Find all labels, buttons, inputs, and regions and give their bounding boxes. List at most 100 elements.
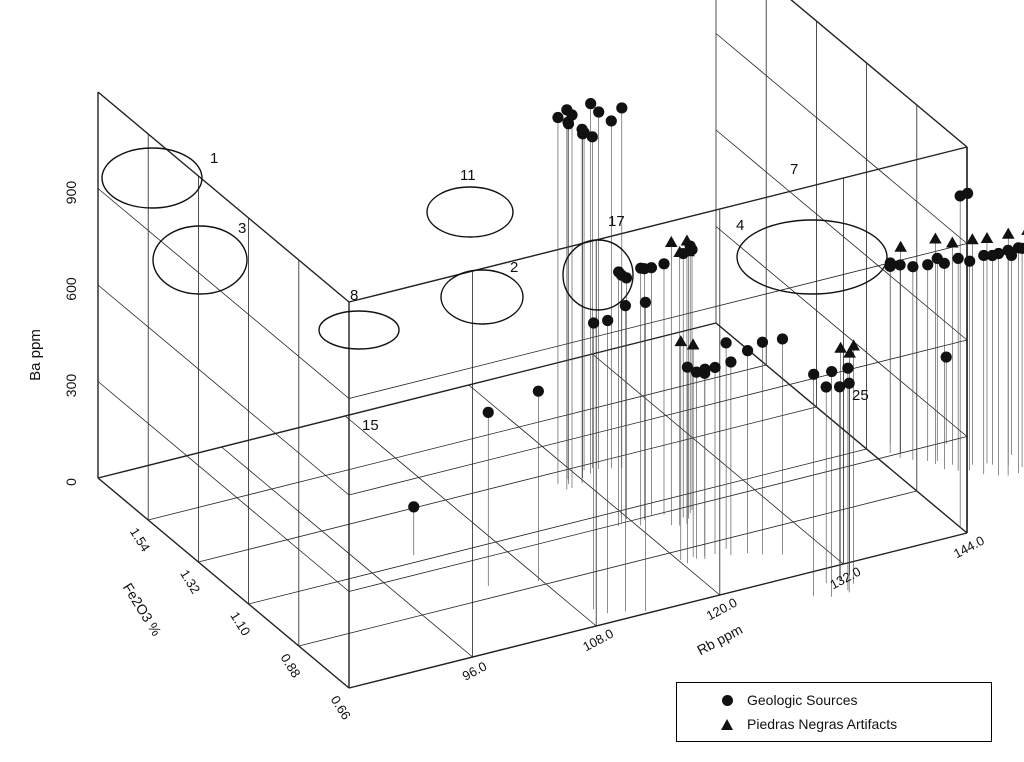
artifact-point: [847, 339, 860, 351]
geologic-source-point: [616, 102, 628, 114]
y-tick-label: 1.32: [177, 567, 203, 596]
cluster-label: 2: [510, 259, 518, 276]
geologic-source-point: [658, 258, 670, 270]
x-tick-label: 132.0: [827, 564, 863, 593]
x-tick-label: 120.0: [704, 595, 740, 624]
geologic-source-point: [952, 252, 964, 265]
geologic-source-point: [552, 111, 564, 124]
x-tick-label: 144.0: [951, 533, 987, 562]
cluster-label: 7: [790, 161, 798, 178]
artifact-point: [674, 335, 688, 347]
cluster-ellipse: [440, 269, 524, 325]
geologic-source-point: [964, 255, 976, 267]
grid-line: [97, 322, 717, 479]
grid-line: [592, 353, 844, 565]
geologic-source-point: [605, 115, 617, 127]
geologic-source-point: [922, 259, 934, 271]
grid-line: [97, 477, 350, 689]
artifact-point: [946, 236, 959, 248]
z-tick-label: 300: [63, 374, 79, 398]
artifact-point: [682, 245, 695, 257]
geologic-source-point: [776, 333, 789, 345]
grid-line: [715, 322, 968, 534]
z-axis-title: Ba ppm: [27, 329, 44, 381]
artifact-point: [966, 233, 979, 245]
geologic-source-point: [619, 300, 632, 312]
geologic-source-point: [938, 257, 950, 269]
cluster-label: 4: [736, 217, 744, 234]
legend-label: Geologic Sources: [747, 692, 858, 708]
cluster-ellipses: [101, 147, 888, 350]
geologic-source-point: [690, 366, 703, 378]
geologic-source-point: [720, 337, 732, 349]
geologic-source-point: [986, 249, 998, 262]
drop-lines: [413, 103, 1023, 614]
geologic-source-point: [709, 361, 721, 374]
artifact-point: [664, 235, 678, 247]
grid-line: [790, 0, 968, 148]
geologic-source-point: [843, 377, 855, 389]
y-axis-title: Fe2O3 %: [120, 580, 165, 639]
x-tick-label: 108.0: [580, 626, 616, 655]
geologic-source-point: [588, 317, 600, 329]
artifact-point: [686, 338, 700, 350]
data-points: [408, 98, 1024, 513]
grid-line: [97, 188, 350, 399]
cluster-ellipse: [101, 147, 203, 209]
cluster-ellipse: [736, 219, 888, 295]
cluster-ellipse: [152, 225, 248, 295]
cluster-label: 11: [460, 167, 476, 184]
y-tick-label: 0.66: [328, 693, 354, 722]
left-wall-grid: [97, 91, 350, 689]
geologic-source-point: [978, 249, 990, 262]
z-tick-label: 900: [63, 181, 79, 205]
artifact-point: [980, 232, 994, 244]
cluster-label: 17: [608, 213, 625, 230]
grid-line: [348, 339, 968, 496]
geologic-source-point: [681, 361, 694, 373]
legend-entry-geologic: Geologic Sources: [677, 692, 858, 708]
geologic-source-point: [833, 381, 846, 393]
geologic-source-point: [907, 261, 919, 273]
x-axis-title: Rb ppm: [694, 621, 745, 658]
geologic-source-point: [586, 131, 598, 143]
cluster-label: 3: [238, 220, 246, 237]
y-tick-label: 0.88: [278, 651, 304, 680]
geologic-source-point: [1005, 249, 1018, 262]
artifact-point: [894, 240, 907, 252]
grid-line: [715, 226, 968, 437]
geologic-source-point: [961, 187, 974, 199]
artifact-point: [1001, 227, 1015, 239]
legend-entry-artifacts: Piedras Negras Artifacts: [677, 716, 897, 732]
axis-titles: Ba ppm Rb ppm Fe2O3 %: [27, 329, 745, 658]
cluster-ellipse: [562, 239, 634, 311]
grid-line: [221, 446, 473, 658]
geologic-source-point: [842, 362, 854, 374]
geologic-source-point: [741, 345, 754, 357]
artifact-point: [834, 341, 847, 353]
geologic-source-point: [1016, 242, 1024, 254]
geologic-source-point: [532, 385, 544, 397]
grid-line: [248, 448, 867, 605]
y-tick-label: 1.10: [227, 609, 253, 638]
geologic-source-point: [884, 260, 896, 273]
geologic-source-point: [826, 365, 838, 378]
z-tick-label: 600: [63, 277, 79, 301]
artifact-point: [929, 232, 942, 244]
geologic-source-point: [808, 368, 820, 380]
geologic-source-point: [578, 126, 590, 139]
geologic-source-point: [602, 314, 614, 327]
z-tick-label: 0: [63, 478, 79, 486]
grid-line: [97, 91, 350, 303]
geologic-source-point: [940, 351, 952, 363]
grid-line: [468, 384, 721, 596]
triangle-marker-icon: [721, 718, 733, 730]
cluster-ellipse: [426, 186, 514, 238]
geologic-source-point: [562, 116, 574, 128]
grid-line: [97, 381, 350, 592]
grid-line: [348, 146, 968, 303]
cluster-ellipse: [318, 310, 400, 350]
geologic-source-point: [894, 259, 906, 271]
